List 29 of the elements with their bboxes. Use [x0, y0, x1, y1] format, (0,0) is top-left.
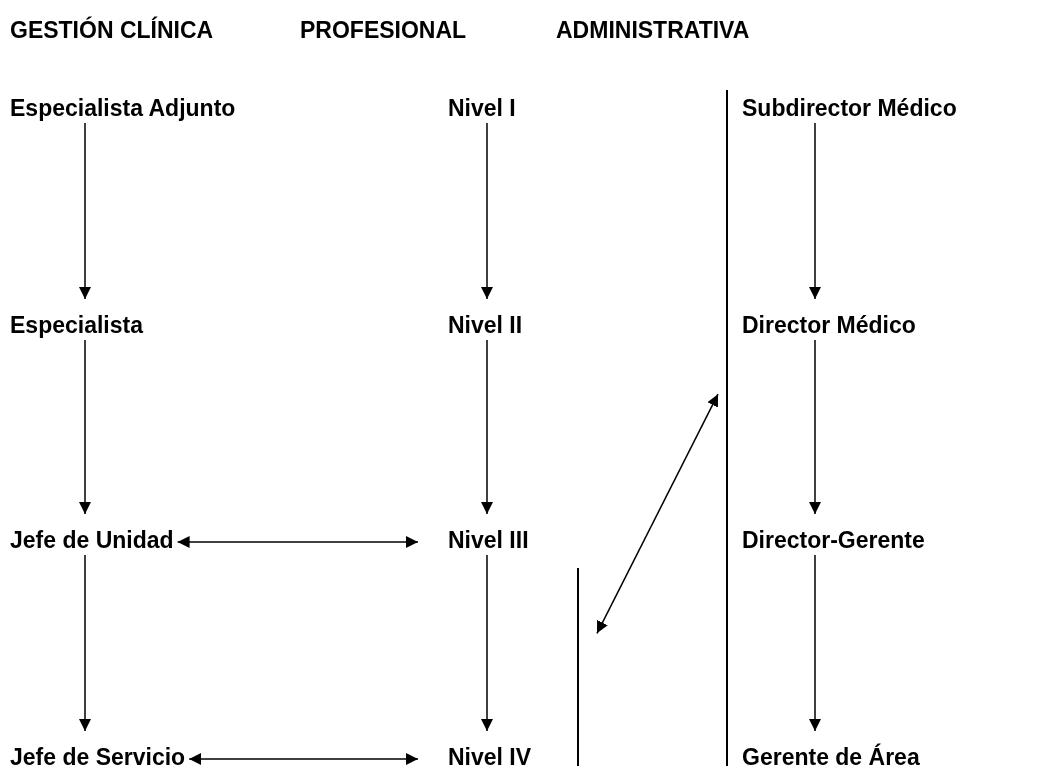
arrow [79, 339, 91, 515]
arrow [481, 122, 493, 300]
arrow [809, 554, 821, 732]
position-label: Jefe de Servicio [10, 743, 186, 771]
position-label: Subdirector Médico [742, 94, 957, 122]
arrow [79, 554, 91, 732]
arrow [188, 753, 419, 765]
position-label: Director-Gerente [742, 526, 925, 554]
position-label: Especialista Adjunto [10, 94, 236, 122]
arrow [481, 554, 493, 732]
arrow [176, 536, 419, 548]
column-heading: GESTIÓN CLÍNICA [10, 16, 214, 44]
position-label: Nivel II [448, 311, 523, 339]
position-label: Gerente de Área [742, 743, 920, 771]
vertical-divider-line [726, 90, 728, 766]
arrow [596, 393, 719, 635]
arrow [481, 339, 493, 515]
column-heading: PROFESIONAL [300, 16, 467, 44]
arrow [809, 122, 821, 300]
position-label: Nivel I [448, 94, 516, 122]
position-label: Jefe de Unidad [10, 526, 174, 554]
position-label: Especialista [10, 311, 143, 339]
arrow [809, 339, 821, 515]
vertical-divider-line [577, 568, 579, 766]
position-label: Director Médico [742, 311, 916, 339]
arrow [79, 122, 91, 300]
position-label: Nivel III [448, 526, 529, 554]
column-heading: ADMINISTRATIVA [556, 16, 750, 44]
position-label: Nivel IV [448, 743, 532, 771]
